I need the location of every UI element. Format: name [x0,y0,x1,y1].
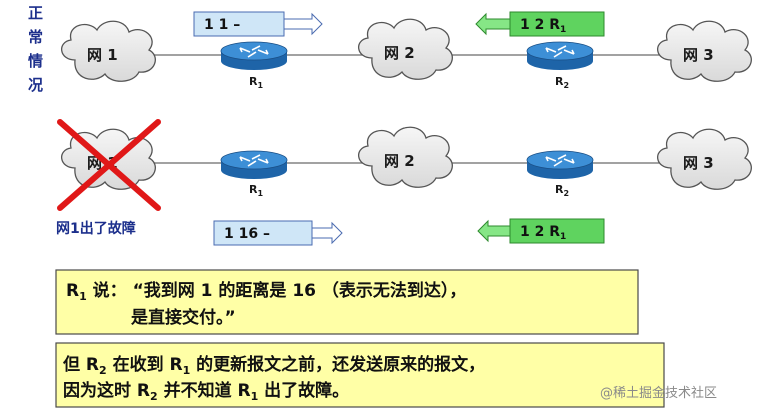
msg-r1-update-top-text: 1 1 – [204,17,240,33]
explanation-box-2: 但 R2 在收到 R1 的更新报文之前，还发送原来的报文， 因为这时 R2 并不… [55,342,665,408]
label-r1-top: R1 [249,75,263,90]
router-r1-bottom [220,150,288,180]
fault-label: 网1出了故障 [56,220,136,237]
msg-r2-update-bottom: 1 2 R1 [477,218,605,244]
side-label-char: 情 [28,52,43,70]
router-r2-top [526,41,594,71]
label-r2-top: R2 [555,75,569,90]
side-label-char: 况 [28,76,43,94]
box1-line2: 是直接交付。” [131,307,236,328]
label-r1-bottom: R1 [249,183,263,198]
arrow-right-icon [283,12,323,36]
router-r1-top [220,41,288,71]
msg-r1-update-bottom-text: 1 16 – [224,226,270,242]
label-net3-bottom: 网 3 [683,154,714,172]
watermark: @稀土掘金技术社区 [600,385,717,401]
side-label-char: 常 [28,28,43,46]
explanation-box-1: R1 说： “我到网 1 的距离是 16 （表示无法到达）， 是直接交付。” [55,269,639,335]
msg-r1-update-bottom: 1 16 – [213,220,343,246]
bottom-row: 网 1 网 2 网 3 R1 R2 网1出了故障 1 16 – [56,119,752,246]
msg-r2-update-top: 1 2 R1 [475,11,605,37]
arrow-left-icon [475,12,511,36]
label-net3-top: 网 3 [683,46,714,64]
msg-r2-update-top-text: 1 2 R1 [520,17,566,35]
fault-cross-icon [57,119,161,211]
side-label-char: 正 [28,4,43,22]
box2-line2: 因为这时 R2 并不知道 R1 出了故障。 [63,380,349,403]
label-net2-bottom: 网 2 [384,152,415,170]
box2-line1: 但 R2 在收到 R1 的更新报文之前，还发送原来的报文， [63,354,485,377]
msg-r1-update-top: 1 1 – [193,11,323,37]
label-net1-top: 网 1 [87,46,118,64]
box1-line1: R1 说： “我到网 1 的距离是 16 （表示无法到达）， [66,280,466,303]
arrow-left-icon [477,219,511,243]
msg-r2-update-bottom-text: 1 2 R1 [520,224,566,242]
label-net2-top: 网 2 [384,44,415,62]
top-row: 网 1 网 2 网 3 R1 R2 1 1 – 1 2 R1 [60,11,752,90]
arrow-right-icon [311,221,343,245]
label-r2-bottom: R2 [555,183,569,198]
side-label: 正 常 情 况 [28,4,43,94]
router-r2-bottom [526,150,594,180]
